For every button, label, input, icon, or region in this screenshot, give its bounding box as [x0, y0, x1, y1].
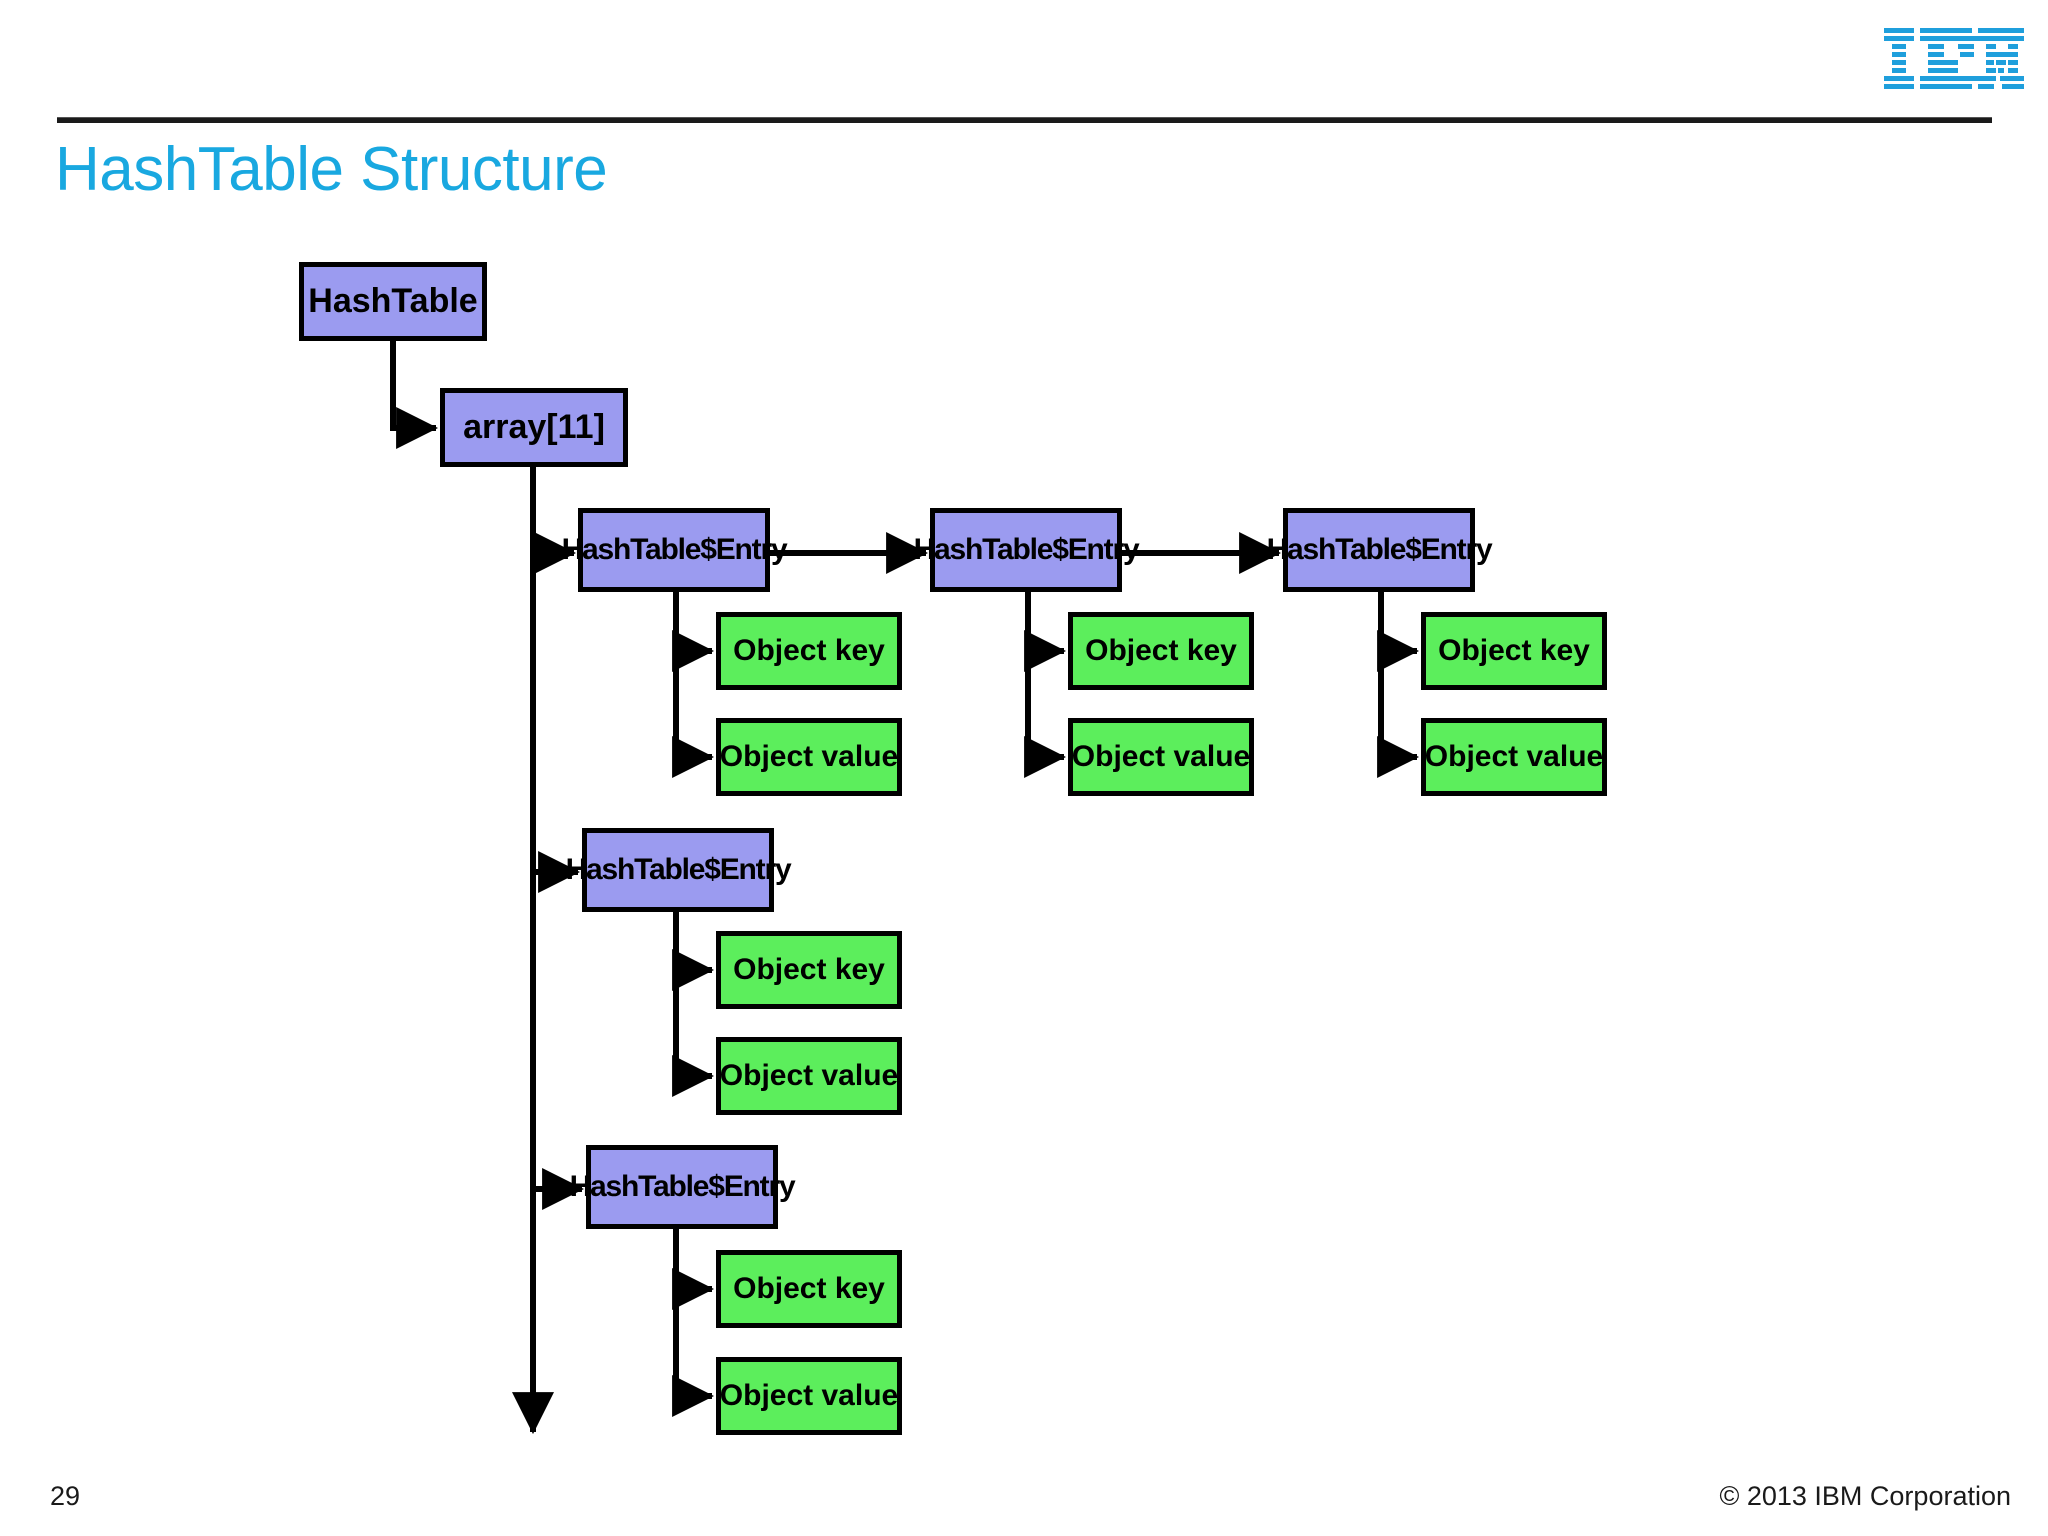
edge-entry-1-3-to-value: [1377, 651, 1420, 778]
edge-entry-1-2-to-value: [1024, 651, 1067, 778]
node-entry-1-3-value[interactable]: Object value: [1421, 718, 1607, 796]
edge-entry-2-1-to-key: [672, 912, 715, 991]
ibm-logo: [1884, 28, 2024, 92]
node-entry-3-1-key-label: Object key: [733, 1272, 885, 1305]
edge-entry-1-1-to-key: [672, 592, 715, 672]
node-hashtable[interactable]: HashTable: [299, 262, 487, 341]
node-entry-2-1-key-label: Object key: [733, 953, 885, 986]
node-entry-1-3-key[interactable]: Object key: [1421, 612, 1607, 690]
header-divider: [57, 117, 1992, 123]
node-entry-2-1-value-label: Object value: [719, 1059, 899, 1092]
node-entry-1-1[interactable]: HashTable$Entry: [562, 508, 788, 592]
node-entry-1-2[interactable]: HashTable$Entry: [914, 508, 1140, 592]
node-array-label: array[11]: [463, 408, 605, 446]
edge-entry-2-1-to-value: [672, 970, 715, 1097]
node-entry-1-1-value[interactable]: Object value: [716, 718, 902, 796]
edge-entry-3-1-to-value: [672, 1289, 715, 1417]
copyright-notice: © 2013 IBM Corporation: [1719, 1481, 2011, 1511]
node-array[interactable]: array[11]: [440, 388, 628, 467]
node-entry-1-1-label: HashTable$Entry: [561, 533, 788, 566]
node-entry-1-2-value-label: Object value: [1071, 740, 1251, 773]
node-entry-1-2-label: HashTable$Entry: [913, 533, 1140, 566]
edge-entry-1-1-to-value: [672, 651, 715, 778]
node-entry-1-1-value-label: Object value: [719, 740, 899, 773]
page-title: HashTable Structure: [55, 135, 608, 204]
node-entry-1-3-value-label: Object value: [1424, 740, 1604, 773]
node-entry-3-1-key[interactable]: Object key: [716, 1250, 902, 1328]
node-entry-3-1-value[interactable]: Object value: [716, 1357, 902, 1435]
node-entry-2-1-value[interactable]: Object value: [716, 1037, 902, 1115]
node-entry-1-1-key[interactable]: Object key: [716, 612, 902, 690]
node-entry-3-1-label: HashTable$Entry: [569, 1170, 796, 1203]
node-entry-1-3[interactable]: HashTable$Entry: [1267, 508, 1493, 592]
edge-entry-1-2-to-key: [1024, 592, 1067, 672]
edge-root-to-array: [390, 341, 439, 449]
node-entry-1-1-key-label: Object key: [733, 634, 885, 667]
node-entry-1-2-key-label: Object key: [1085, 634, 1237, 667]
node-entry-2-1[interactable]: HashTable$Entry: [566, 828, 792, 912]
page-number: 29: [50, 1481, 81, 1511]
node-entry-2-1-label: HashTable$Entry: [565, 853, 792, 886]
node-entry-1-2-value[interactable]: Object value: [1068, 718, 1254, 796]
node-entry-3-1[interactable]: HashTable$Entry: [570, 1145, 796, 1229]
node-entry-1-2-key[interactable]: Object key: [1068, 612, 1254, 690]
node-hashtable-label: HashTable: [308, 282, 478, 320]
node-entry-3-1-value-label: Object value: [719, 1379, 899, 1412]
edge-entry-1-3-to-key: [1377, 592, 1420, 672]
node-entry-2-1-key[interactable]: Object key: [716, 931, 902, 1009]
edge-entry-3-1-to-key: [672, 1229, 715, 1310]
node-entry-1-3-key-label: Object key: [1438, 634, 1590, 667]
node-entry-1-3-label: HashTable$Entry: [1266, 533, 1493, 566]
